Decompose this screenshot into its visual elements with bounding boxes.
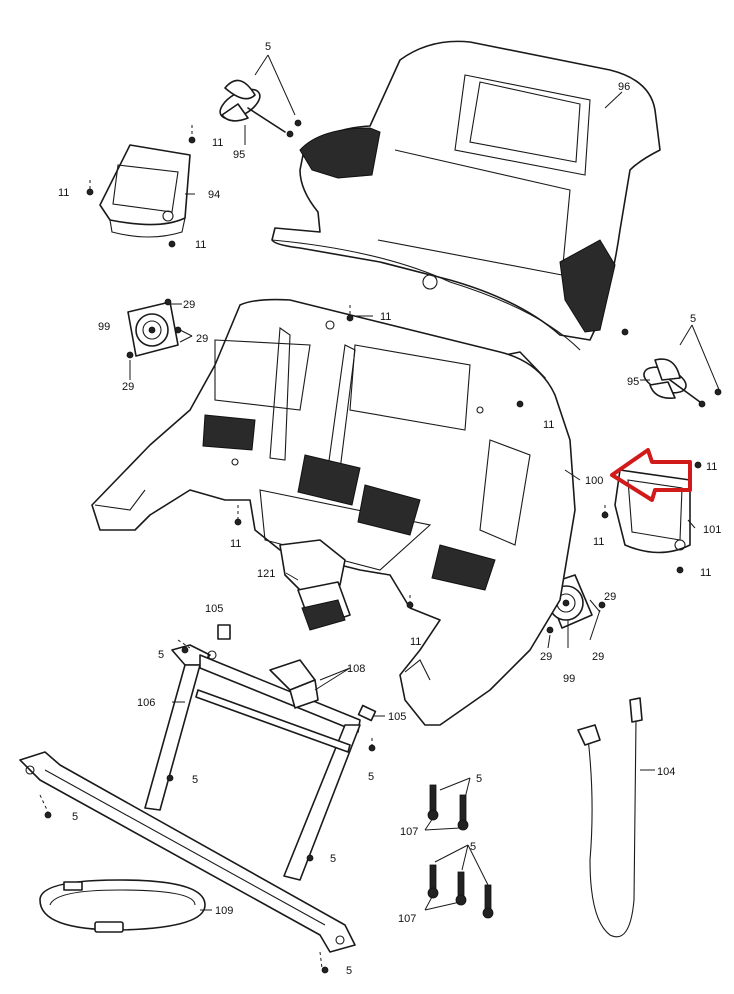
label-107: 107 <box>398 913 416 925</box>
label-105: 105 <box>388 711 406 723</box>
leader-lines <box>39 54 721 969</box>
label-29: 29 <box>592 651 604 663</box>
label-5: 5 <box>470 841 476 853</box>
part-105-clip-top <box>217 624 231 640</box>
label-105: 105 <box>205 603 223 615</box>
label-95: 95 <box>627 376 639 388</box>
label-95: 95 <box>233 149 245 161</box>
label-29: 29 <box>540 651 552 663</box>
label-11: 11 <box>593 536 604 548</box>
label-5: 5 <box>346 965 352 977</box>
label-107: 107 <box>400 826 418 838</box>
part-labels: 96 5 95 11 11 94 11 99 29 29 29 11 5 95 … <box>58 41 721 977</box>
part-96-upper-console <box>271 40 661 393</box>
label-96: 96 <box>618 81 630 93</box>
part-95-fan-left <box>219 79 294 138</box>
label-29: 29 <box>122 381 134 393</box>
label-5: 5 <box>368 771 374 783</box>
part-107-bolts-lower <box>427 864 494 919</box>
part-121-bracket <box>279 539 351 631</box>
part-99-speaker-left <box>127 301 179 357</box>
label-11: 11 <box>706 461 717 473</box>
part-105-clip-bottom <box>357 704 377 722</box>
part-94-left-bin <box>99 144 191 238</box>
part-95-fan-right <box>643 358 706 408</box>
label-101: 101 <box>703 524 721 536</box>
label-121: 121 <box>257 568 275 580</box>
part-104-cable <box>577 697 643 938</box>
part-107-bolts-upper <box>427 784 469 831</box>
highlight-arrow <box>610 448 692 502</box>
label-5: 5 <box>192 774 198 786</box>
label-11: 11 <box>410 636 421 648</box>
base-crossbar <box>19 751 356 953</box>
part-100-console-base <box>91 298 576 726</box>
label-100: 100 <box>585 475 603 487</box>
small-screws <box>44 119 722 974</box>
part-106-upright-frame <box>144 644 361 881</box>
label-5: 5 <box>476 773 482 785</box>
label-108: 108 <box>347 663 365 675</box>
label-29: 29 <box>183 299 195 311</box>
label-11: 11 <box>212 137 223 149</box>
label-109: 109 <box>215 905 233 917</box>
label-99: 99 <box>563 673 575 685</box>
label-11: 11 <box>543 419 554 431</box>
label-11: 11 <box>700 567 711 579</box>
label-11: 11 <box>195 239 206 251</box>
label-5: 5 <box>265 41 271 53</box>
part-108-brackets <box>269 659 319 709</box>
label-29: 29 <box>196 333 208 345</box>
label-5: 5 <box>330 853 336 865</box>
label-5: 5 <box>72 811 78 823</box>
label-106: 106 <box>137 697 155 709</box>
label-11: 11 <box>230 538 241 550</box>
label-94: 94 <box>208 189 220 201</box>
label-5: 5 <box>690 313 696 325</box>
part-109-chest-strap <box>39 879 206 933</box>
label-29: 29 <box>604 591 616 603</box>
label-99: 99 <box>98 321 110 333</box>
label-104: 104 <box>657 766 675 778</box>
label-11: 11 <box>380 311 391 323</box>
label-11: 11 <box>58 187 69 199</box>
label-5: 5 <box>158 649 164 661</box>
